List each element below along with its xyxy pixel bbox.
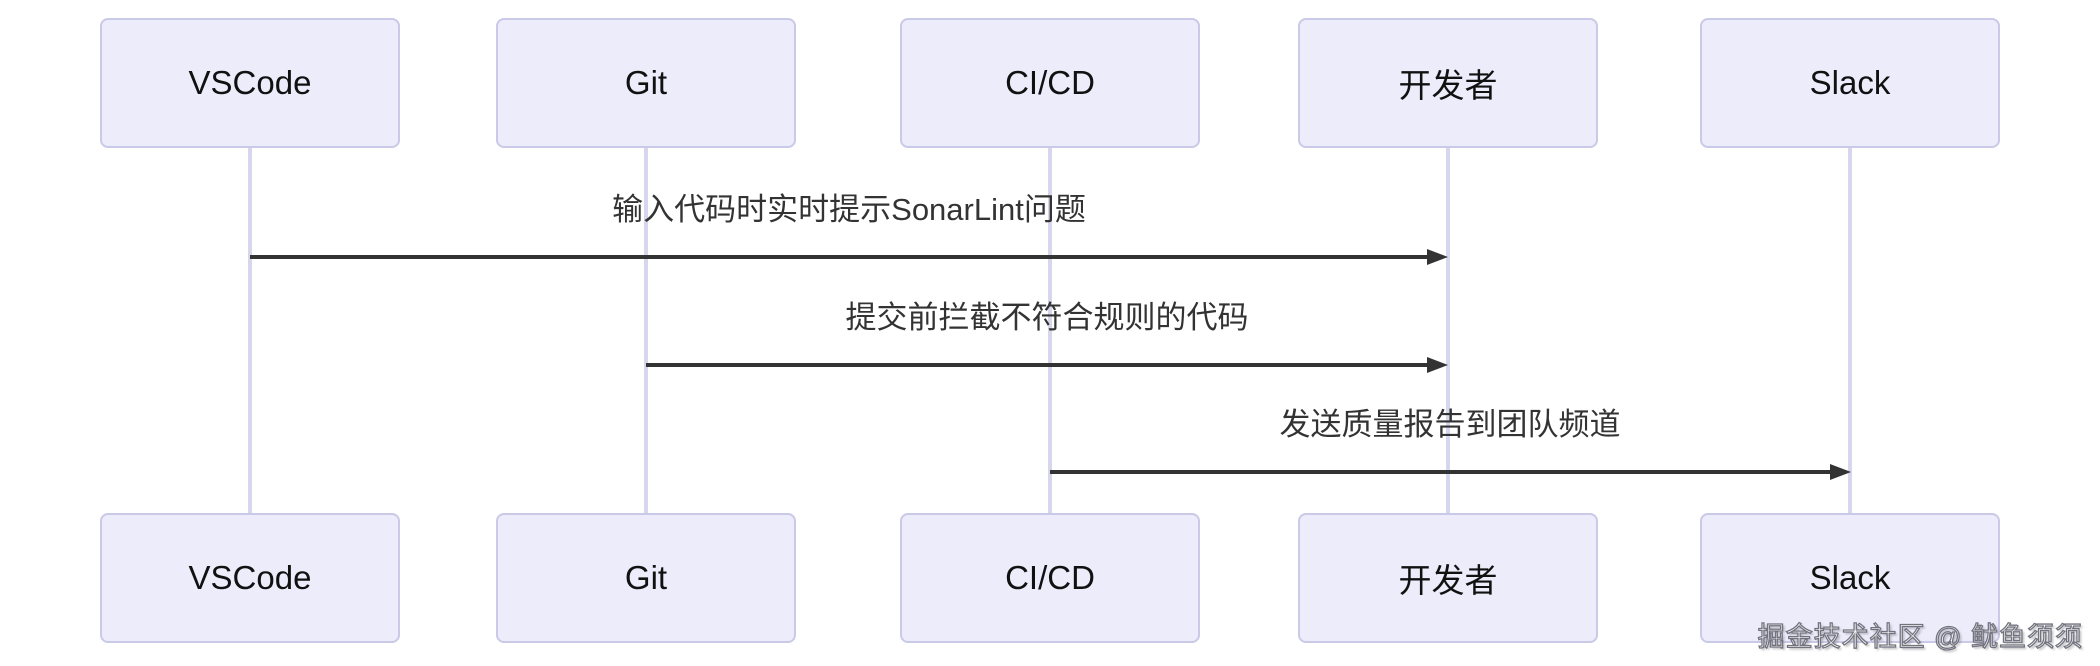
actor-label: CI/CD (1005, 64, 1095, 101)
actor-box-slack-bottom: Slack (1700, 513, 2000, 643)
message-arrowhead-3-icon (1830, 464, 1851, 480)
lifeline-cicd (1048, 148, 1052, 513)
message-label-3: 发送质量报告到团队频道 (1279, 407, 1621, 442)
lifeline-vscode (248, 148, 252, 513)
actor-label: VSCode (188, 64, 312, 101)
actor-label: VSCode (188, 559, 312, 596)
actor-box-slack-top: Slack (1700, 18, 2000, 148)
lifeline-git (644, 148, 648, 513)
message-label-1: 输入代码时实时提示SonarLint问题 (612, 192, 1086, 227)
actor-label: 开发者 (1398, 67, 1498, 104)
message-label-2: 提交前拦截不符合规则的代码 (845, 300, 1249, 335)
actor-box-cicd-bottom: CI/CD (900, 513, 1200, 643)
actor-label: 开发者 (1398, 562, 1498, 599)
lifeline-slack (1848, 148, 1852, 513)
actor-label: Slack (1809, 559, 1891, 596)
actor-box-vscode-top: VSCode (100, 18, 400, 148)
actor-label: Git (624, 559, 668, 596)
actor-label: Git (624, 64, 668, 101)
watermark: 掘金技术社区 @ 鱿鱼须须 (1757, 621, 2083, 652)
actor-box-developer-top: 开发者 (1298, 18, 1598, 148)
actor-label: Slack (1809, 64, 1891, 101)
actor-box-git-bottom: Git (496, 513, 796, 643)
actor-box-developer-bottom: 开发者 (1298, 513, 1598, 643)
lifeline-developer (1446, 148, 1450, 513)
message-line-3 (1050, 470, 1830, 474)
actor-label: CI/CD (1005, 559, 1095, 596)
actor-box-vscode-bottom: VSCode (100, 513, 400, 643)
actor-box-git-top: Git (496, 18, 796, 148)
actor-box-cicd-top: CI/CD (900, 18, 1200, 148)
message-arrowhead-1-icon (1427, 249, 1448, 265)
message-line-1 (250, 255, 1428, 259)
message-line-2 (646, 363, 1428, 367)
message-arrowhead-2-icon (1427, 357, 1448, 373)
